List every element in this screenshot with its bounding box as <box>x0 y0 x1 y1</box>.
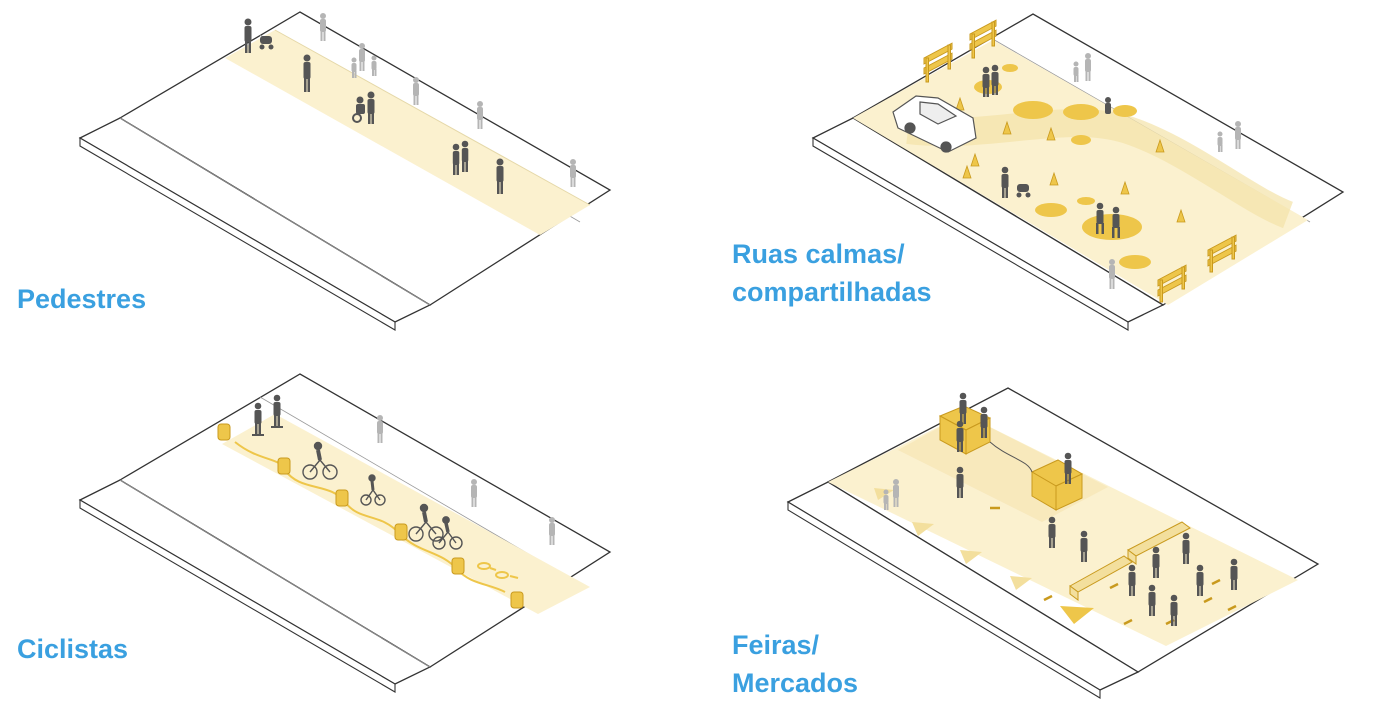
market-figures-background <box>883 479 899 510</box>
ciclistas-illustration <box>78 373 612 693</box>
label-ruas-calmas-line-1: Ruas calmas/ <box>732 239 905 269</box>
benches <box>1069 521 1191 601</box>
feiras-illustration <box>786 387 1320 699</box>
pedestres-illustration <box>78 11 612 331</box>
skaters <box>252 394 283 436</box>
pedestrian-figures-background <box>320 13 576 187</box>
pedestrian-figures <box>244 18 504 194</box>
label-ruas-calmas-line-2: compartilhadas <box>732 277 932 307</box>
panel-ruas-calmas: Ruas calmas/ compartilhadas <box>688 0 1376 362</box>
label-ruas-calmas: Ruas calmas/ compartilhadas <box>732 235 932 311</box>
traffic-barrels <box>217 423 524 609</box>
label-ciclistas: Ciclistas <box>17 630 128 668</box>
label-pedestres-line-1: Pedestres <box>17 284 147 314</box>
label-ciclistas-line-1: Ciclistas <box>17 634 129 664</box>
traffic-cones <box>955 96 1186 223</box>
label-pedestres: Pedestres <box>17 280 146 318</box>
panel-pedestres: Pedestres <box>0 0 688 362</box>
market-figures <box>956 392 1238 626</box>
shared-street-figures-background <box>1073 53 1241 289</box>
cycle-figures-background <box>377 415 555 545</box>
painted-triangles <box>874 488 1032 590</box>
ruas-calmas-illustration <box>811 13 1345 331</box>
painted-triangle-large <box>1060 606 1094 624</box>
panel-ciclistas: Ciclistas <box>0 362 688 724</box>
shared-street-zone <box>853 40 1308 305</box>
panel-feiras: Feiras/ Mercados <box>688 362 1376 724</box>
label-feiras-line-1: Feiras/ <box>732 630 820 660</box>
label-feiras: Feiras/ Mercados <box>732 626 858 702</box>
cycle-zone <box>222 414 590 614</box>
shared-street-figures <box>982 64 1120 238</box>
car <box>892 95 977 153</box>
bike-lane-symbol-icon <box>477 562 519 579</box>
cyclists <box>302 441 463 550</box>
label-feiras-line-2: Mercados <box>732 668 859 698</box>
street-barriers <box>923 19 1237 303</box>
